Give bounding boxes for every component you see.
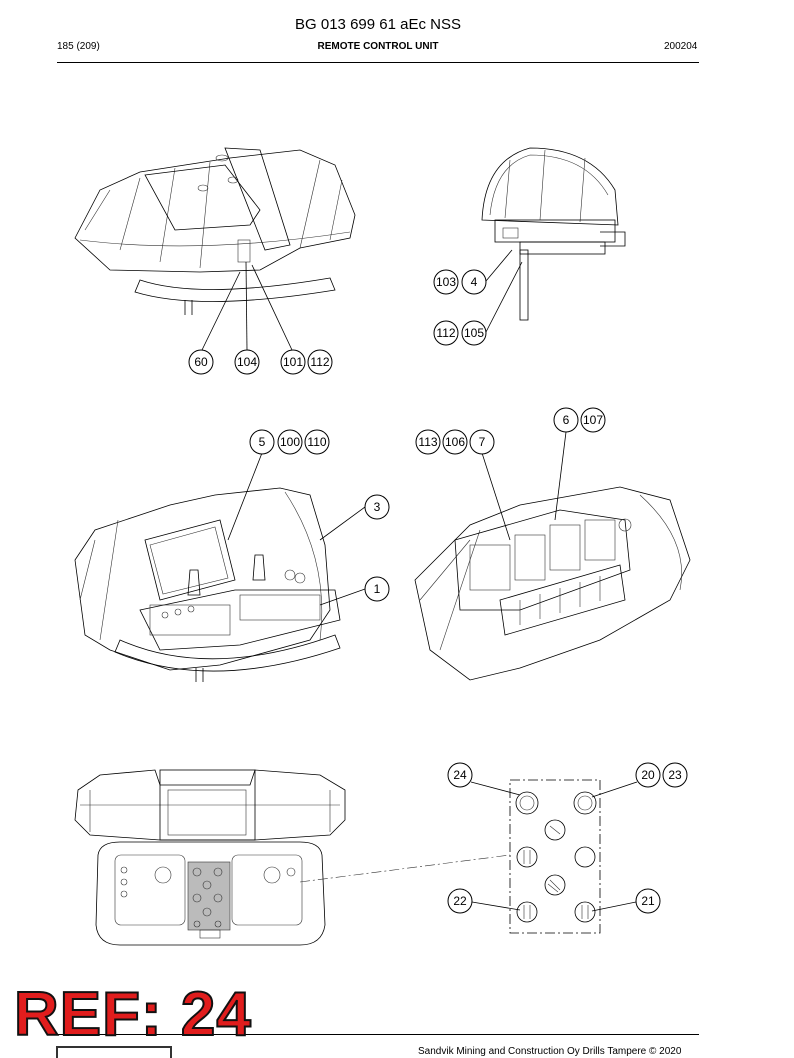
svg-text:112: 112 — [436, 326, 455, 340]
callout-60: 60 — [188, 349, 214, 375]
callout-21: 21 — [635, 888, 661, 914]
svg-text:7: 7 — [479, 435, 486, 449]
header-rule — [57, 62, 699, 63]
svg-text:101: 101 — [283, 355, 303, 369]
view-internal-unit — [414, 486, 691, 681]
document-date: 200204 — [664, 41, 698, 52]
callout-4: 4 — [461, 269, 487, 295]
view-open-unit — [74, 487, 341, 682]
callout-105: 105 — [461, 320, 487, 346]
svg-text:24: 24 — [453, 768, 467, 782]
callout-6: 6 — [553, 407, 579, 433]
svg-text:110: 110 — [307, 435, 326, 449]
svg-text:20: 20 — [641, 768, 655, 782]
view-button-detail — [299, 779, 601, 934]
svg-text:4: 4 — [471, 275, 478, 289]
callout-112: 112 — [307, 349, 333, 375]
svg-text:112: 112 — [310, 355, 329, 369]
leader-lines — [201, 249, 638, 912]
page-number: 185 (209) — [57, 41, 100, 52]
callout-1: 1 — [364, 576, 390, 602]
callout-22: 22 — [447, 888, 473, 914]
logo-frame — [56, 1046, 172, 1058]
callout-3: 3 — [364, 494, 390, 520]
footer-rule — [57, 1034, 699, 1035]
svg-text:23: 23 — [668, 768, 682, 782]
callout-103: 103 — [433, 269, 459, 295]
callout-24: 24 — [447, 762, 473, 788]
view-front-panel — [74, 769, 346, 946]
svg-text:100: 100 — [280, 435, 300, 449]
svg-text:105: 105 — [464, 326, 484, 340]
svg-text:3: 3 — [374, 500, 381, 514]
callout-101: 101 — [280, 349, 306, 375]
document-id: BG 013 699 61 aEc NSS — [295, 16, 461, 33]
callout-5: 5 — [249, 429, 275, 455]
svg-text:107: 107 — [583, 413, 603, 427]
section-title: REMOTE CONTROL UNIT — [317, 41, 439, 52]
ref-stamp: REF: 24 — [13, 980, 252, 1049]
callout-104: 104 — [234, 349, 260, 375]
svg-text:103: 103 — [436, 275, 456, 289]
callout-23: 23 — [662, 762, 688, 788]
svg-text:60: 60 — [194, 355, 208, 369]
svg-text:104: 104 — [237, 355, 257, 369]
callout-110: 110 — [304, 429, 330, 455]
callout-20: 20 — [635, 762, 661, 788]
svg-text:6: 6 — [563, 413, 570, 427]
view-side-unit — [481, 147, 626, 321]
copyright-footer: Sandvik Mining and Construction Oy Drill… — [418, 1046, 682, 1057]
svg-text:5: 5 — [259, 435, 266, 449]
callout-100: 100 — [277, 429, 303, 455]
callout-113: 113 — [415, 429, 441, 455]
svg-text:113: 113 — [418, 435, 437, 449]
callout-107: 107 — [580, 407, 606, 433]
svg-text:21: 21 — [641, 894, 655, 908]
svg-text:1: 1 — [374, 582, 381, 596]
callout-7: 7 — [469, 429, 495, 455]
callout-106: 106 — [442, 429, 468, 455]
view-closed-unit — [74, 147, 356, 315]
callout-112b: 112 — [433, 320, 459, 346]
svg-text:22: 22 — [453, 894, 467, 908]
svg-text:106: 106 — [445, 435, 465, 449]
